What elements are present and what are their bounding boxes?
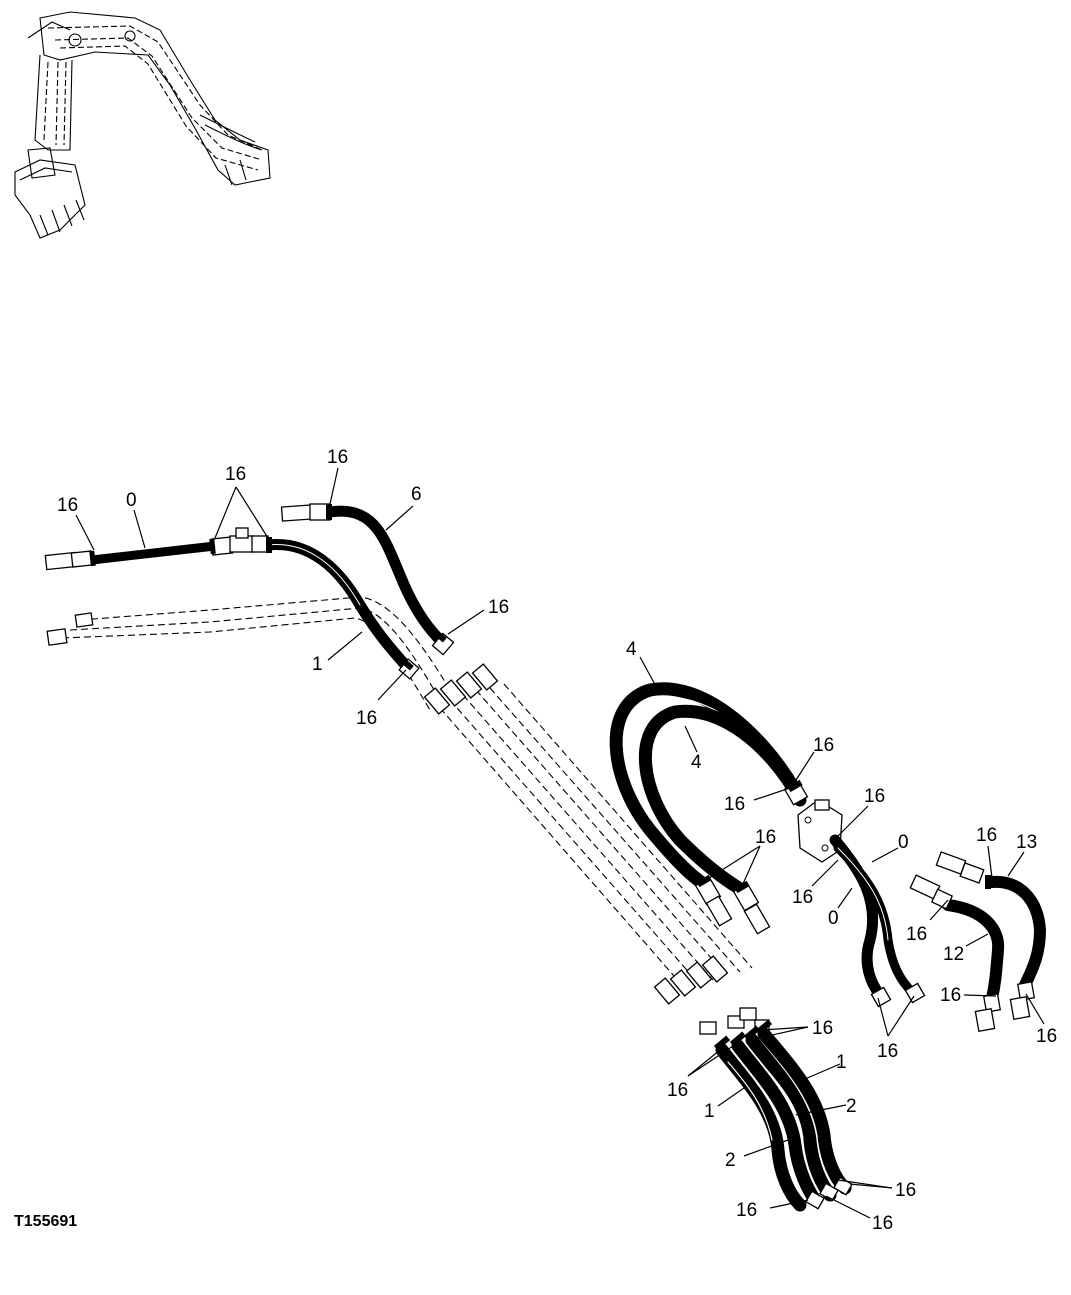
callout-16: 16 [895, 1180, 916, 1201]
callout-16: 16 [813, 735, 834, 756]
excavator-locator-sketch [14, 11, 271, 239]
hose-1-top [251, 535, 420, 680]
callout-16: 16 [872, 1213, 893, 1234]
callout-16: 16 [864, 786, 885, 807]
callout-16: 16 [877, 1041, 898, 1062]
callout-16: 16 [724, 794, 745, 815]
callout-1: 1 [704, 1101, 715, 1122]
callout-16: 16 [57, 495, 78, 516]
callout-16: 16 [1036, 1026, 1057, 1047]
callout-4: 4 [626, 639, 637, 660]
callout-labels: 16 16 0 16 6 16 1 16 4 4 16 16 16 16 16 … [57, 447, 1057, 1234]
phantom-left-fittings [46, 612, 94, 646]
callout-12: 12 [943, 944, 964, 965]
lower-hose-bundle [699, 1007, 853, 1212]
callout-16: 16 [976, 825, 997, 846]
hose-0-top [44, 527, 255, 571]
callout-16: 16 [906, 924, 927, 945]
leader-lines [75, 467, 1045, 1219]
hose-4-fittings [694, 779, 809, 935]
callout-16: 16 [356, 708, 377, 729]
figure-code: T155691 [14, 1213, 77, 1230]
callout-0: 0 [898, 832, 909, 853]
callout-0: 0 [126, 490, 137, 511]
callout-4: 4 [691, 752, 702, 773]
callout-16: 16 [327, 447, 348, 468]
hose-0-right-b [833, 843, 926, 1004]
callout-6: 6 [411, 484, 422, 505]
callout-16: 16 [792, 887, 813, 908]
callout-16: 16 [667, 1080, 688, 1101]
callout-13: 13 [1016, 832, 1037, 853]
hose-6 [280, 503, 455, 656]
phantom-mid-fittings [423, 663, 729, 1005]
hose-13 [935, 851, 1046, 1020]
hose-4-inner [638, 704, 807, 897]
callout-16: 16 [736, 1200, 757, 1221]
callout-16: 16 [488, 597, 509, 618]
manifold-block [797, 799, 843, 863]
callout-16: 16 [755, 827, 776, 848]
callout-0: 0 [828, 908, 839, 929]
callout-1: 1 [836, 1052, 847, 1073]
callout-16: 16 [812, 1018, 833, 1039]
callout-16: 16 [940, 985, 961, 1006]
callout-1: 1 [312, 654, 323, 675]
hose-12 [909, 874, 1005, 1032]
callout-2: 2 [846, 1096, 857, 1117]
callout-2: 2 [725, 1150, 736, 1171]
callout-16: 16 [225, 464, 246, 485]
